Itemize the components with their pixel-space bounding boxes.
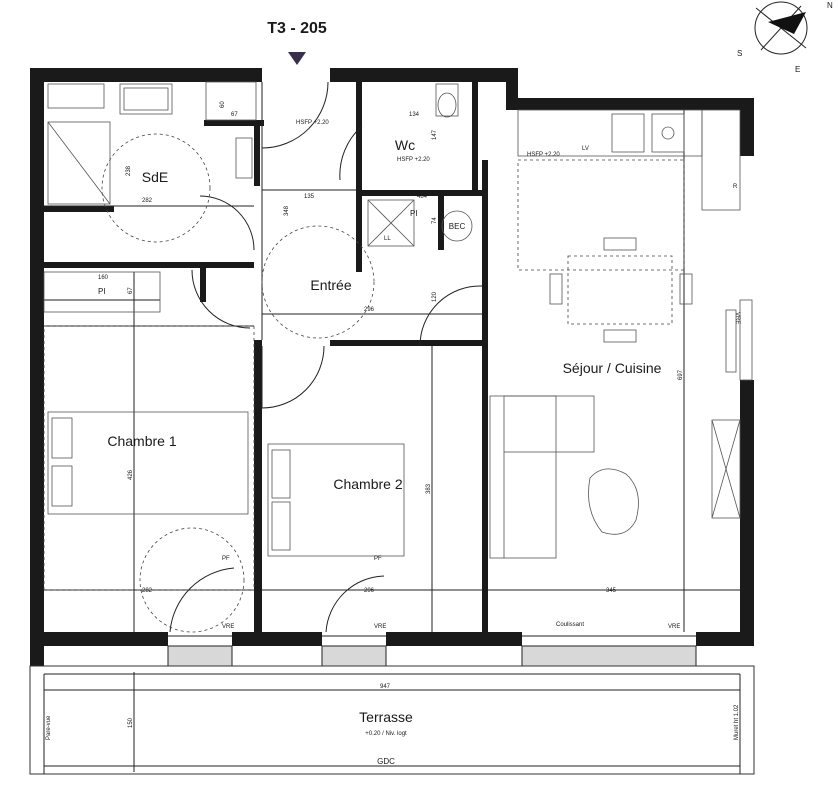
room-label-wc: Wc: [395, 137, 415, 153]
outer-walls: [30, 68, 754, 666]
terrace: [29, 665, 755, 775]
note-lv: LV: [582, 146, 589, 152]
compass-east: E: [795, 65, 800, 74]
entry-arrow-icon: [288, 52, 306, 65]
dim-238: 238: [126, 165, 132, 176]
note-pi-wc: PI: [410, 209, 418, 218]
note-hsfp-entry: HSFP +2.20: [296, 120, 329, 126]
room-label-sde: SdE: [142, 169, 168, 185]
note-pi-chambre-1: PI: [98, 287, 106, 296]
room-label-bec: BEC: [449, 222, 466, 231]
dim-67: 67: [231, 112, 238, 118]
dim-135: 135: [304, 194, 315, 200]
dim-426: 426: [128, 469, 134, 480]
dim-134: 134: [409, 112, 420, 118]
window-sills: [167, 635, 697, 667]
turning-circles: [101, 133, 375, 633]
dim-345: 345: [606, 588, 617, 594]
dim-150: 150: [128, 717, 134, 728]
dim-348: 348: [284, 205, 290, 216]
note-coulissant: Coulissant: [556, 622, 584, 628]
dim-282-sde: 282: [142, 198, 153, 204]
room-label-chambre-1: Chambre 1: [107, 433, 176, 449]
note-vre-chambre-2: VRE: [374, 624, 386, 630]
dim-296-entree: 296: [364, 307, 375, 313]
room-label-entree: Entrée: [310, 277, 351, 293]
note-pare-vue: Pare-vue: [46, 715, 52, 740]
dim-282-chambre-1: 282: [142, 588, 153, 594]
dim-484: 484: [417, 194, 428, 200]
note-vre-chambre-1: VRE: [222, 624, 234, 630]
note-hsfp-wc: HSFP +2.20: [397, 157, 430, 163]
note-r: R: [733, 184, 738, 190]
dim-60: 60: [220, 101, 226, 108]
compass-icon: S E N: [737, 1, 833, 74]
bed-chambre-2: [267, 443, 405, 557]
inner-walls: [44, 82, 488, 632]
note-muret: Muret ht 1.02: [734, 704, 740, 740]
note-terrasse-level: +0.20 / Niv. logt: [365, 731, 407, 737]
dim-697: 697: [678, 369, 684, 380]
unit-title: T3 - 205: [267, 20, 327, 37]
kitchen-counter: [517, 109, 741, 271]
compass-north: N: [827, 1, 833, 10]
closets: [43, 81, 257, 313]
dim-383: 383: [426, 483, 432, 494]
dining-table: [549, 237, 693, 343]
dim-74: 74: [432, 217, 438, 224]
bathroom-fixtures: [47, 83, 253, 205]
dim-120: 120: [432, 291, 438, 302]
room-label-terrasse: Terrasse: [359, 709, 413, 725]
note-gdc: GDC: [377, 757, 395, 766]
room-label-sejour: Séjour / Cuisine: [563, 360, 662, 376]
tv-unit: [711, 419, 741, 519]
dim-147: 147: [432, 129, 438, 140]
compass-south: S: [737, 49, 742, 58]
note-hsfp-kitchen: HSFP +2.20: [527, 152, 560, 158]
sofa: [489, 395, 639, 559]
room-label-chambre-2: Chambre 2: [333, 476, 402, 492]
dim-160: 160: [98, 275, 109, 281]
bed-chambre-1: [43, 325, 255, 591]
door-swings: [169, 81, 483, 633]
wc-fixtures: [367, 83, 473, 247]
note-vre-side: VRE: [734, 312, 740, 324]
dimension-lines: [44, 82, 740, 772]
dim-67-b: 67: [128, 287, 134, 294]
dim-947: 947: [380, 684, 391, 690]
note-vre-sejour: VRE: [668, 624, 680, 630]
side-window: [725, 299, 753, 381]
note-pf-chambre-1: PF: [222, 556, 230, 562]
note-pf-chambre-2: PF: [374, 556, 382, 562]
dim-296-chambre-2: 296: [364, 588, 375, 594]
note-ll: LL: [384, 236, 391, 242]
